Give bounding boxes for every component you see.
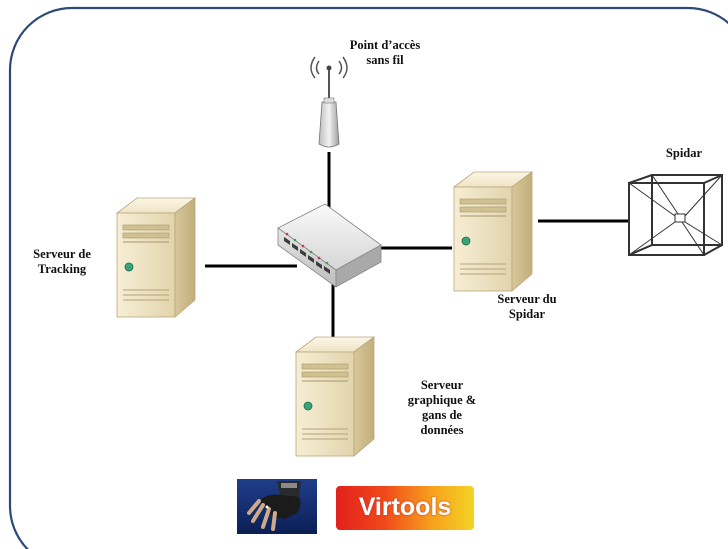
- data-glove-image: [237, 479, 317, 534]
- spidar-server-label: Serveur du Spidar: [497, 292, 557, 321]
- spidar-icon: [628, 174, 723, 256]
- spidar-server-icon: [453, 171, 533, 292]
- diagram-frame: [8, 6, 728, 549]
- spidar-label: Spidar: [665, 146, 703, 160]
- tracking-server-label: Serveur de Tracking: [33, 247, 91, 276]
- graphics-server-label: Serveur graphique & gans de données: [407, 378, 477, 437]
- virtools-logo-text: Virtools: [358, 493, 452, 521]
- tracking-server-icon: [116, 197, 196, 318]
- virtools-logo: Virtools: [336, 486, 474, 530]
- wireless-access-point-icon: [310, 56, 348, 148]
- access-point-label: Point d’accès sans fil: [349, 38, 421, 67]
- graphics-server-icon: [295, 336, 375, 457]
- network-switch-icon: [277, 203, 382, 288]
